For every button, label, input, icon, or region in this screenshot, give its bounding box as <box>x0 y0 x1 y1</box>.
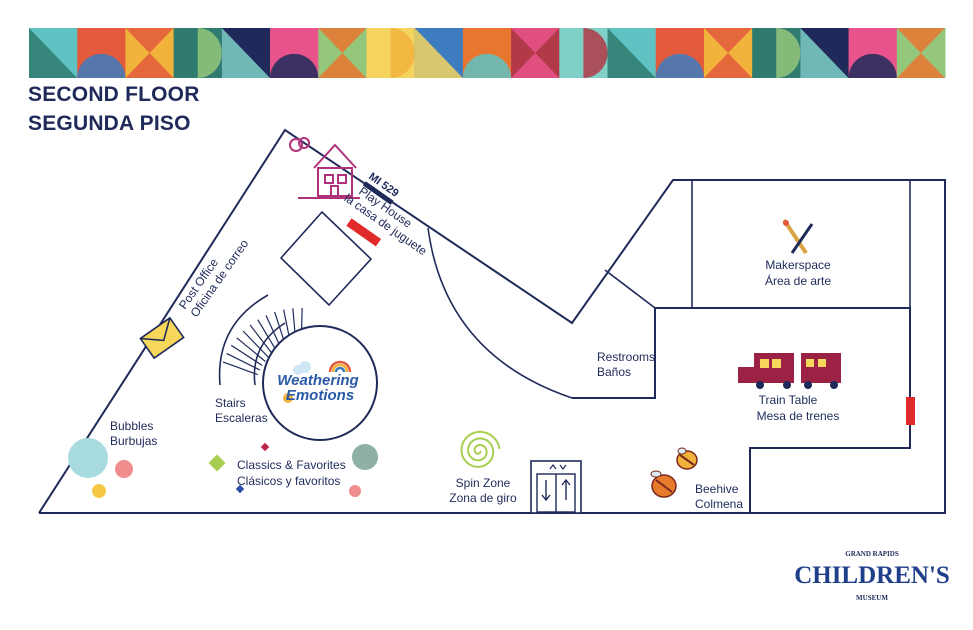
svg-text:MUSEUM: MUSEUM <box>856 594 888 602</box>
restrooms-label-spanish[interactable]: Baños <box>597 365 631 379</box>
bubbles-label[interactable]: Bubbles <box>110 419 153 433</box>
floor-title-spanish: SEGUNDA PISO <box>28 112 191 135</box>
banner-shape <box>390 28 415 78</box>
banner-shape <box>318 28 367 78</box>
emotions-title: Emotions <box>286 387 354 404</box>
bubbles-label-spanish[interactable]: Burbujas <box>110 434 157 448</box>
svg-text:CHILDREN'S: CHILDREN'S <box>794 562 950 589</box>
restrooms-label[interactable]: Restrooms <box>597 350 655 364</box>
stair-step <box>236 337 266 362</box>
door-marker-right <box>906 397 915 425</box>
train-table-label[interactable]: Train Table <box>759 393 818 407</box>
beehive-label-spanish[interactable]: Colmena <box>695 497 743 511</box>
banner-shape <box>414 28 463 78</box>
banner-shape <box>221 28 271 78</box>
weathering-emotions-exhibit[interactable]: Weathering Emotions <box>262 325 378 441</box>
stair-step <box>230 344 263 366</box>
door-marker <box>346 218 382 247</box>
floor-title: SECOND FLOOR <box>28 83 200 106</box>
weathering-title: Weathering <box>277 372 358 389</box>
classics-decor <box>208 442 378 497</box>
banner-shape <box>800 28 849 78</box>
bee-icon <box>650 447 698 498</box>
stairs-label-spanish: Escaleras <box>215 411 268 425</box>
banner-shape <box>197 28 222 78</box>
elevator-icon <box>530 460 582 514</box>
banner-shape <box>511 28 560 78</box>
house-icon <box>289 137 360 199</box>
rainbow-cloud-icon <box>283 360 352 403</box>
banner-shape <box>125 28 174 78</box>
banner-shape <box>703 28 753 78</box>
spiral-icon <box>460 430 501 468</box>
stairs-label: Stairs <box>215 396 246 410</box>
makerspace-label[interactable]: Makerspace <box>765 258 831 272</box>
stair-step <box>222 361 258 376</box>
banner-shape <box>848 53 897 78</box>
banner-shape <box>29 28 78 78</box>
banner-shape <box>462 53 512 78</box>
stair-step <box>249 324 274 355</box>
banner-shape <box>776 28 801 78</box>
museum-logo: GRAND RAPIDS CHILDREN'S MUSEUM <box>794 550 950 602</box>
train-icon <box>738 353 841 389</box>
stair-step <box>257 319 278 352</box>
classics-label-spanish[interactable]: Clásicos y favoritos <box>237 474 340 488</box>
decorative-banner <box>29 28 946 78</box>
banner-shape <box>583 28 608 78</box>
envelope-icon <box>139 316 185 360</box>
stair-step <box>242 330 270 359</box>
bubbles-icon <box>68 438 133 498</box>
map-walls <box>38 128 946 514</box>
banner-shape <box>655 53 704 78</box>
banner-shape <box>896 28 945 78</box>
banner-shape <box>270 53 319 78</box>
classics-label[interactable]: Classics & Favorites <box>237 458 346 472</box>
makerspace-label-spanish[interactable]: Área de arte <box>765 273 831 288</box>
spin-zone-label[interactable]: Spin Zone <box>456 476 511 490</box>
tools-icon <box>782 218 814 255</box>
spin-zone-label-spanish[interactable]: Zona de giro <box>449 491 517 505</box>
stair-step <box>226 352 260 371</box>
train-table-label-spanish[interactable]: Mesa de trenes <box>757 409 840 423</box>
banner-shape <box>607 28 656 78</box>
beehive-label[interactable]: Beehive <box>695 482 739 496</box>
svg-text:GRAND RAPIDS: GRAND RAPIDS <box>845 550 899 558</box>
spiral-line <box>460 430 501 468</box>
banner-shape <box>77 53 126 78</box>
